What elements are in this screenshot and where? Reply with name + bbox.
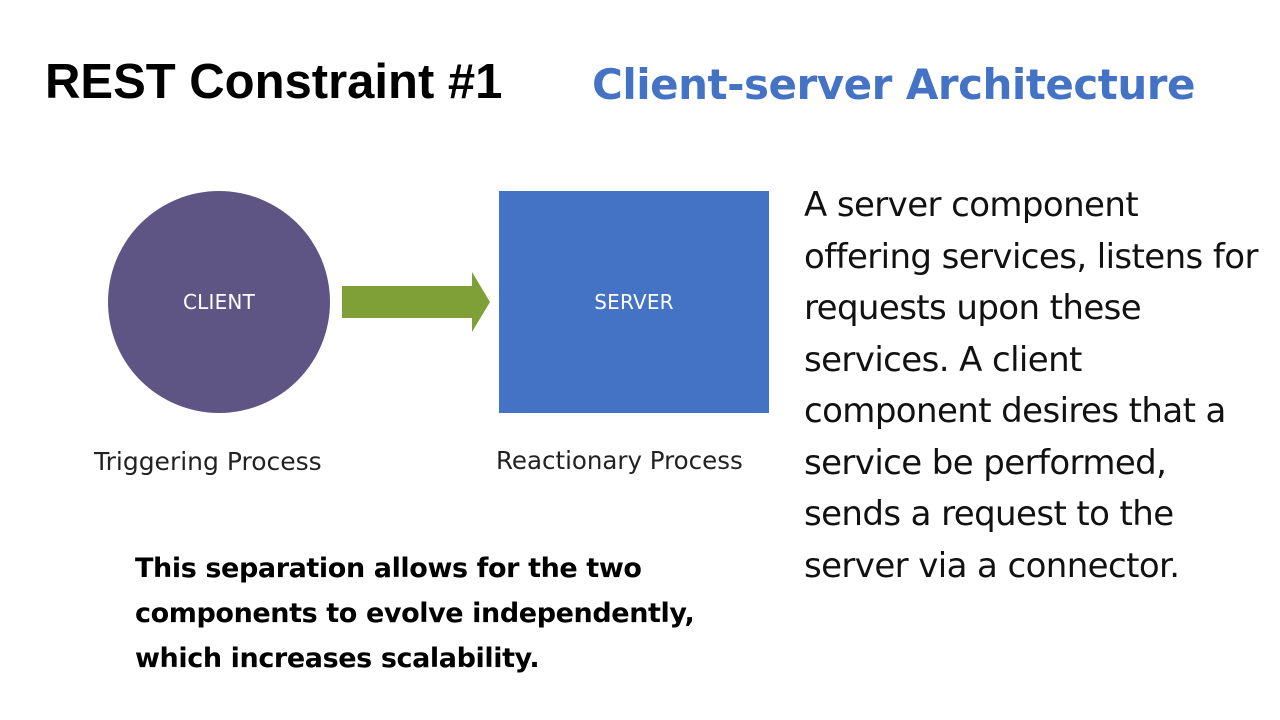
- arrow-shape: [342, 272, 490, 332]
- server-caption: Reactionary Process: [496, 446, 743, 475]
- server-node: SERVER: [499, 191, 769, 413]
- client-node: CLIENT: [108, 191, 330, 413]
- slide-title: REST Constraint #1: [45, 55, 503, 109]
- slide-subtitle: Client-server Architecture: [592, 60, 1195, 109]
- description-text: A server component offering services, li…: [804, 185, 1258, 586]
- client-caption: Triggering Process: [94, 447, 322, 476]
- separation-note: This separation allows for the two compo…: [135, 553, 695, 674]
- server-label: SERVER: [594, 290, 674, 314]
- client-label: CLIENT: [182, 290, 256, 314]
- request-arrow-icon: [342, 272, 490, 332]
